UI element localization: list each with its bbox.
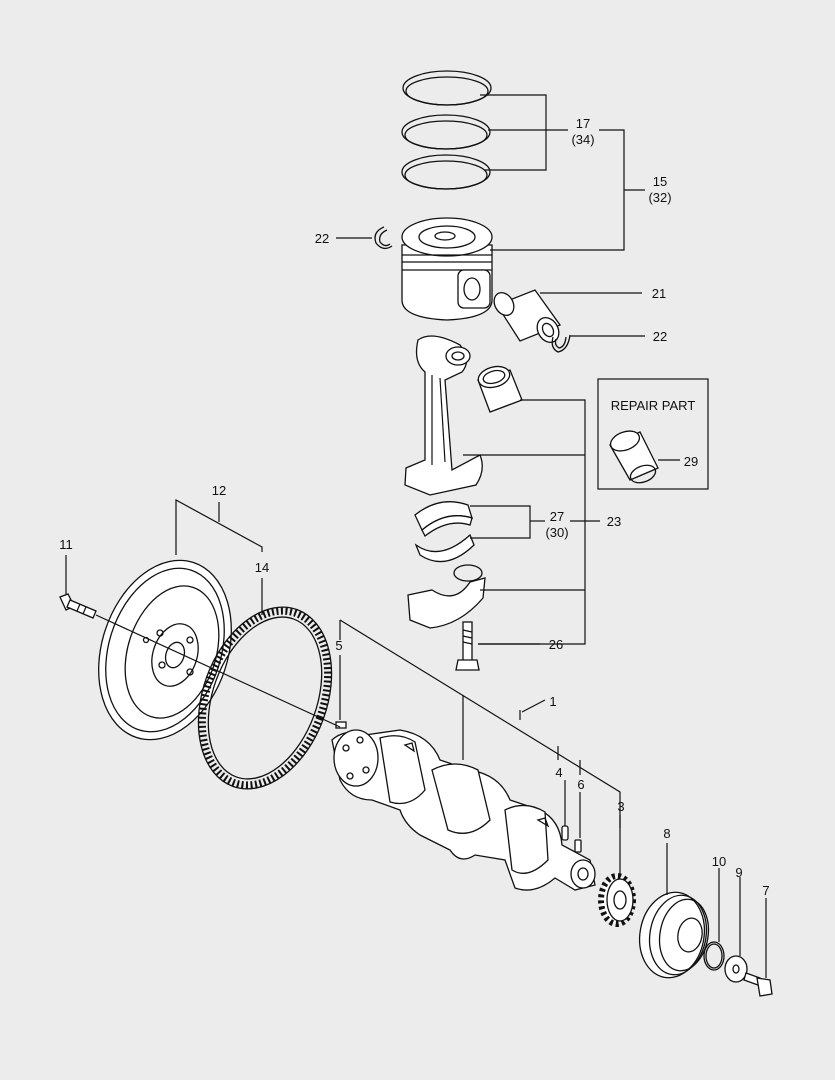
o-ring[interactable]: [703, 941, 725, 971]
callout-23: 23: [607, 514, 621, 529]
callout-29: 29: [684, 454, 698, 469]
snap-ring-right[interactable]: [551, 334, 571, 353]
callout-8: 8: [663, 826, 670, 841]
piston-pin[interactable]: [490, 289, 563, 346]
callout-11: 11: [59, 537, 73, 552]
callout-4: 4: [555, 765, 562, 780]
flywheel[interactable]: [77, 543, 254, 757]
rod-bolt[interactable]: [455, 621, 480, 671]
dowel-pin[interactable]: [335, 721, 347, 729]
callout-9: 9: [735, 865, 742, 880]
crank-gear[interactable]: [598, 873, 636, 927]
callout-27: 27: [550, 509, 564, 524]
snap-ring-left[interactable]: [374, 226, 393, 250]
pulley-bolt[interactable]: [743, 972, 773, 997]
washer[interactable]: [724, 955, 748, 983]
crankshaft[interactable]: [331, 729, 596, 891]
callout-labels: 17 (34) 15 (32) 22 21 22 29 27 (30) 23 2…: [59, 116, 769, 898]
callout-17: 17: [576, 116, 590, 131]
leader-lines: [65, 94, 767, 978]
small-end-bushing[interactable]: [476, 363, 523, 413]
callout-26: 26: [549, 637, 563, 652]
bearing-shell-upper[interactable]: [414, 501, 473, 538]
callout-15-alt: (32): [648, 190, 671, 205]
piston-rings[interactable]: [401, 70, 492, 190]
key-6[interactable]: [574, 839, 582, 853]
rod-cap[interactable]: [407, 564, 486, 629]
callout-14: 14: [255, 560, 269, 575]
key-4[interactable]: [561, 825, 569, 841]
callout-21: 21: [652, 286, 666, 301]
repair-part-title: REPAIR PART: [611, 398, 696, 413]
bearing-shell-lower[interactable]: [414, 533, 475, 563]
callout-1: 1: [549, 694, 556, 709]
callout-27-alt: (30): [545, 525, 568, 540]
callout-12: 12: [212, 483, 226, 498]
callout-22-left: 22: [315, 231, 329, 246]
callout-17-alt: (34): [571, 132, 594, 147]
callout-3: 3: [617, 799, 624, 814]
crank-pulley[interactable]: [633, 887, 714, 983]
callout-5: 5: [335, 638, 342, 653]
flywheel-bolt[interactable]: [59, 593, 97, 619]
callout-15: 15: [653, 174, 667, 189]
piston[interactable]: [401, 217, 493, 321]
callout-6: 6: [577, 777, 584, 792]
repair-part-box: REPAIR PART: [597, 378, 709, 490]
callout-22-right: 22: [653, 329, 667, 344]
callout-7: 7: [762, 883, 769, 898]
callout-10: 10: [712, 854, 726, 869]
connecting-rod[interactable]: [404, 335, 483, 496]
